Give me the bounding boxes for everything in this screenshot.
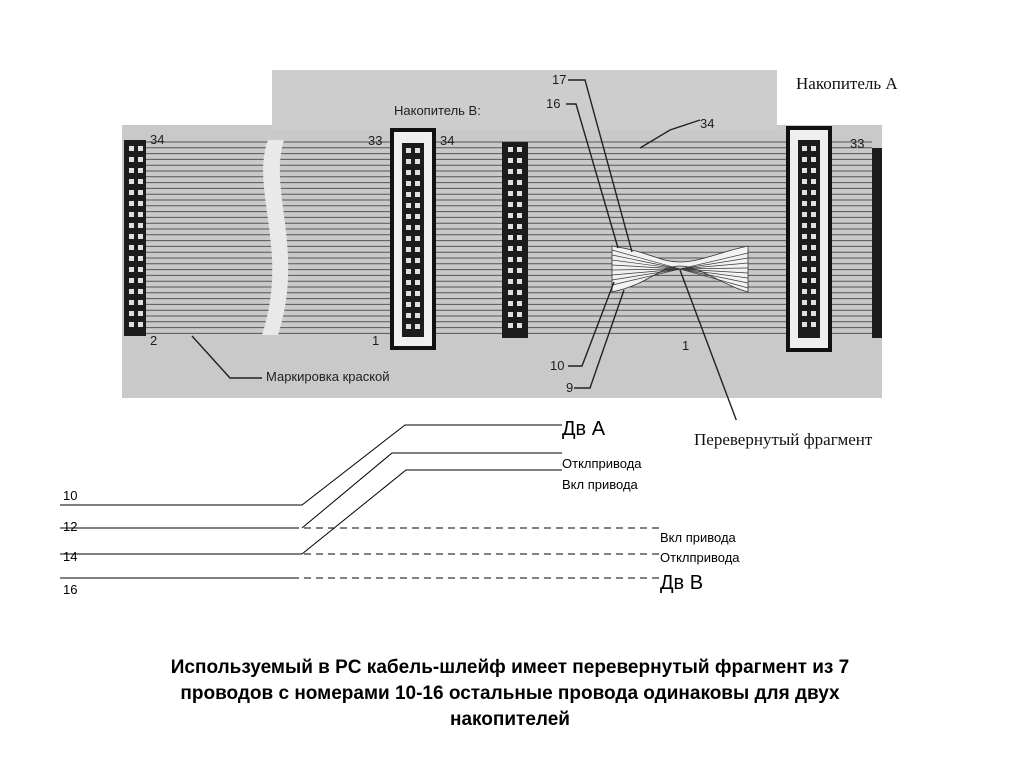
- drive-a-short-label: Дв А: [562, 418, 606, 440]
- left-connector: [124, 140, 146, 336]
- wire-10-line: [60, 424, 562, 506]
- wire-12-to-a: [301, 452, 562, 529]
- wire-number-2-left: 2: [150, 333, 158, 348]
- caption-line-1: Используемый в PC кабель-шлейф имеет пер…: [170, 657, 850, 678]
- wire-number-34-right: 34: [700, 116, 715, 131]
- drive-b-short-label: Дв В: [660, 572, 704, 594]
- pin-number-33-mid: 33: [368, 133, 383, 148]
- drive-a-label: Накопитель А: [796, 74, 898, 93]
- wire-number-10: 10: [550, 358, 565, 373]
- wire-label-10: 10: [63, 488, 78, 503]
- second-connector: [502, 142, 528, 338]
- drive-a-connector: [786, 126, 832, 352]
- wire-number-17: 17: [552, 72, 567, 87]
- pin-number-1-mid: 1: [372, 333, 380, 348]
- flipped-fragment-label: Перевернутый фрагмент: [694, 430, 873, 449]
- wire-label-14: 14: [63, 549, 78, 564]
- caption-line-2: проводов с номерами 10-16 остальные пров…: [180, 683, 840, 704]
- crossing-wires: [611, 249, 749, 289]
- wiring-schematic: [60, 424, 662, 579]
- photo-background-upper: [272, 70, 777, 130]
- cable-photo: [122, 70, 882, 420]
- wire-label-12: 12: [63, 519, 78, 534]
- wire-number-1-right: 1: [682, 338, 690, 353]
- wire-number-9: 9: [566, 380, 574, 395]
- slide-caption: Используемый в PC кабель-шлейф имеет пер…: [40, 655, 980, 733]
- pin-number-34-mid: 34: [440, 133, 455, 148]
- drive-b-connector: [390, 128, 436, 350]
- wire-label-16: 16: [63, 582, 78, 597]
- paint-mark-label: Маркировка краской: [266, 369, 390, 384]
- right-edge-plug: [872, 148, 882, 338]
- ribbon-tear: [262, 140, 289, 335]
- drive-a-on-label: Вкл привода: [562, 477, 638, 492]
- wire-number-33-right: 33: [850, 136, 865, 151]
- drive-b-label: Накопитель В:: [394, 103, 481, 118]
- drive-b-off-label: Отклпривода: [660, 550, 740, 565]
- drive-a-off-label: Отклпривода: [562, 456, 642, 471]
- wire-number-16: 16: [546, 96, 561, 111]
- caption-line-3: накопителей: [449, 709, 570, 730]
- leader-lines: [191, 79, 737, 420]
- wire-number-34-left: 34: [150, 132, 165, 147]
- wire-14-to-a: [301, 469, 562, 555]
- drive-b-on-label: Вкл привода: [660, 530, 736, 545]
